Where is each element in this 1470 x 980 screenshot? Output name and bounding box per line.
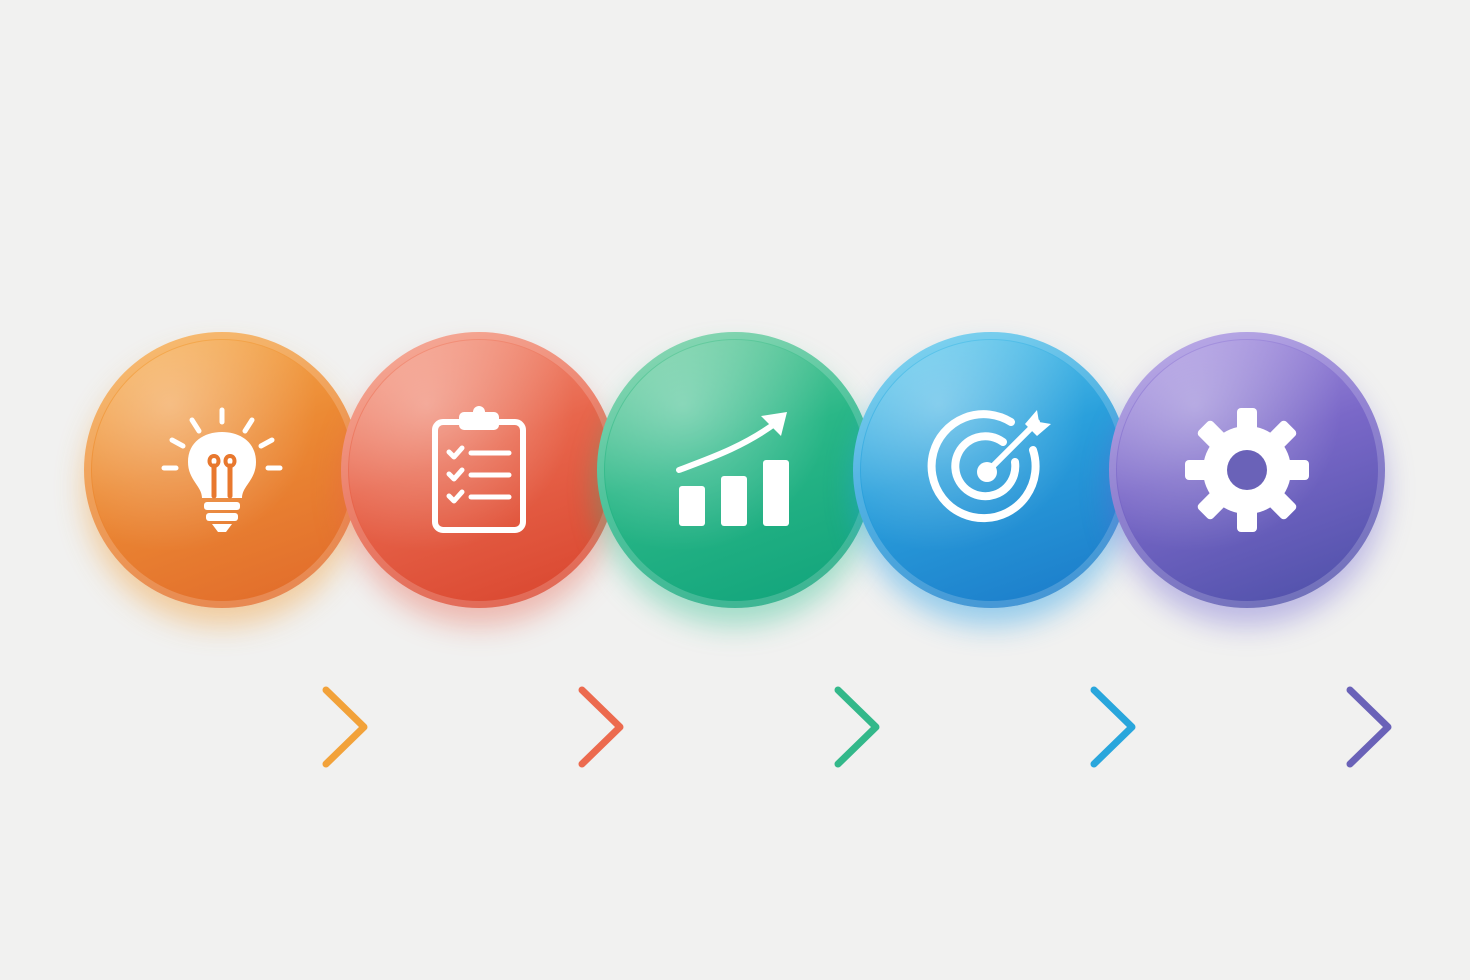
arrow-4 <box>880 684 1140 772</box>
target-icon <box>921 400 1061 540</box>
step-circle-4 <box>853 332 1129 608</box>
arrow-3 <box>624 684 884 772</box>
step-circle-5 <box>1109 332 1385 608</box>
gear-icon <box>1177 400 1317 540</box>
growth-chart-icon <box>665 400 805 540</box>
lightbulb-icon <box>152 400 292 540</box>
arrow-1 <box>78 684 372 772</box>
arrow-2 <box>368 684 628 772</box>
arrow-5 <box>1136 684 1396 772</box>
clipboard-checklist-icon <box>409 400 549 540</box>
step-circle-2 <box>341 332 617 608</box>
step-circle-1 <box>84 332 360 608</box>
step-circle-3 <box>597 332 873 608</box>
